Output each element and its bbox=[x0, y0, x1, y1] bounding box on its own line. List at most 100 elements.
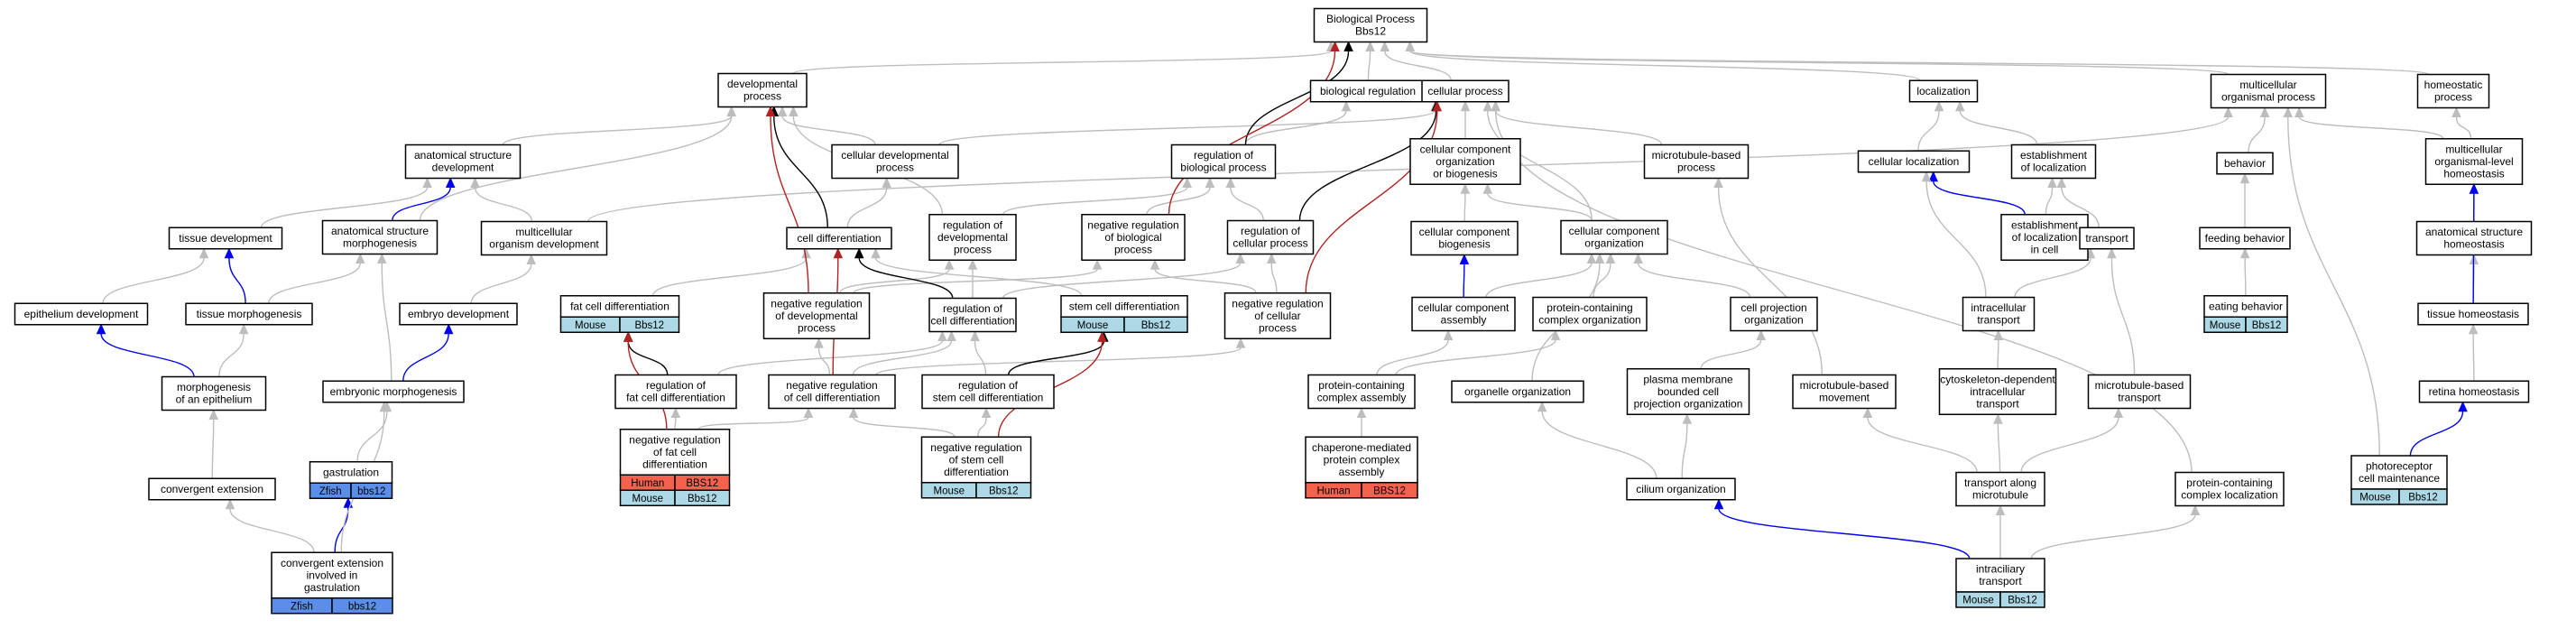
node-cellloc[interactable]: cellular localization bbox=[1857, 150, 1971, 173]
node-box bbox=[1081, 214, 1186, 261]
node-label: localization bbox=[1916, 85, 1970, 97]
arrowhead-chaperone-to-pcca bbox=[1356, 407, 1367, 418]
node-embdev[interactable]: embryo development bbox=[399, 302, 518, 326]
node-label: of an epithelium bbox=[176, 393, 253, 406]
node-feeding[interactable]: feeding behavior bbox=[2199, 227, 2291, 250]
edge-negregstem-to-negregcelldiff bbox=[853, 417, 956, 438]
node-convext[interactable]: convergent extension bbox=[148, 477, 276, 501]
node-transport[interactable]: transport bbox=[2079, 227, 2135, 250]
node-cilium[interactable]: cilium organization bbox=[1626, 477, 1736, 501]
node-label: intracellular bbox=[1971, 301, 2026, 314]
edge-ccorg-to-ccob bbox=[1487, 192, 1593, 221]
node-cdit[interactable]: cytoskeleton-dependentintracellulartrans… bbox=[1938, 368, 2057, 415]
node-organelle[interactable]: organelle organization bbox=[1451, 380, 1584, 403]
arrowhead-embmorph-to-asm bbox=[376, 253, 387, 264]
node-label: negative regulation bbox=[629, 433, 720, 446]
edge-cellproc-to-bp bbox=[1384, 51, 1452, 81]
edge-negregcelldiff-to-regcelldiff bbox=[852, 340, 953, 375]
node-label: multicellular bbox=[2239, 79, 2296, 91]
node-label: microtubule-based bbox=[1652, 149, 1741, 162]
node-bioreg[interactable]: biological regulation bbox=[1309, 79, 1426, 103]
node-box bbox=[1908, 79, 1979, 103]
edge-negregstem-to-regstem bbox=[977, 417, 987, 438]
node-embmorph[interactable]: embryonic morphogenesis bbox=[322, 380, 465, 403]
node-label: differentiation bbox=[642, 458, 707, 470]
node-box bbox=[1421, 79, 1510, 103]
edge-ift-to-cilium bbox=[1718, 508, 1971, 559]
node-behavior[interactable]: behavior bbox=[2216, 152, 2274, 175]
edge-regfat-to-fatdiff bbox=[627, 341, 669, 375]
arrowhead-organelle-to-ccorg bbox=[1594, 253, 1605, 264]
arrowhead-regcell-to-regbio bbox=[1225, 177, 1236, 188]
arrowhead-pcca-to-pcco bbox=[1550, 329, 1561, 340]
node-celldiff[interactable]: cell differentiation bbox=[786, 227, 892, 250]
arrowhead-ift-to-tam bbox=[1995, 504, 2006, 515]
node-tissuemorph[interactable]: tissue morphogenesis bbox=[185, 302, 313, 326]
node-tissuehomeo[interactable]: tissue homeostasis bbox=[2417, 302, 2529, 326]
node-cellproc[interactable]: cellular process bbox=[1421, 79, 1510, 103]
edge-cellproj-to-ccorg bbox=[1637, 263, 1751, 298]
node-box bbox=[1962, 296, 2036, 332]
node-epidev[interactable]: epithelium development bbox=[14, 302, 149, 326]
node-box bbox=[161, 375, 267, 411]
node-box bbox=[2199, 227, 2291, 250]
edge-tam-to-cdit bbox=[1997, 423, 2001, 473]
edge-gastr-to-embmorph bbox=[356, 411, 388, 462]
arrowhead-regfat-to-regcelldiff bbox=[937, 330, 947, 341]
node-label: regulation of bbox=[1194, 149, 1254, 162]
node-loc[interactable]: localization bbox=[1908, 79, 1979, 103]
node-label: regulation of bbox=[958, 379, 1019, 392]
edge-embmorph-to-embdev bbox=[402, 333, 449, 382]
node-label: negative regulation bbox=[771, 297, 862, 310]
node-tissuedev[interactable]: tissue development bbox=[168, 227, 283, 250]
node-retina[interactable]: retina homeostasis bbox=[2418, 380, 2530, 403]
